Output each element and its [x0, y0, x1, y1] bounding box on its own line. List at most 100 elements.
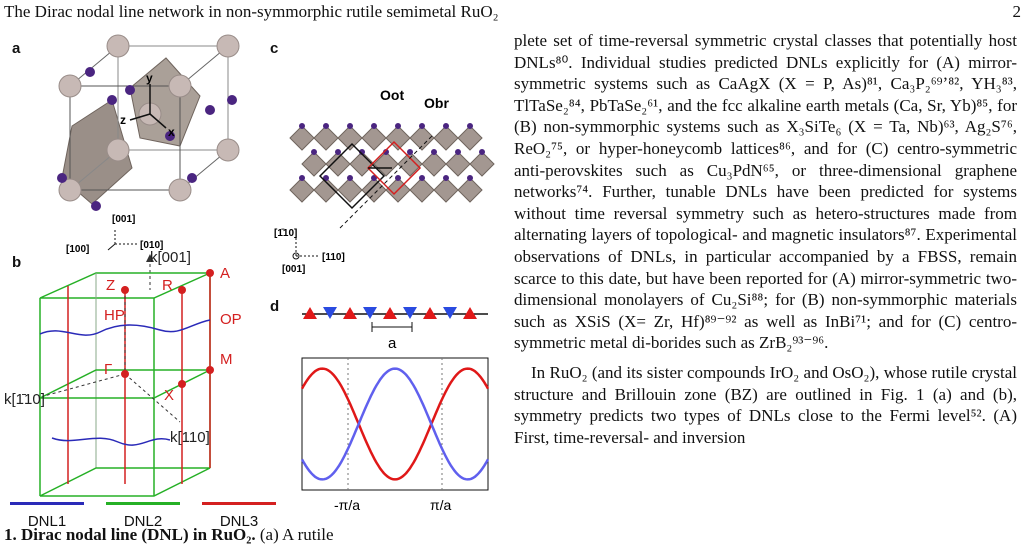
direction-010-label: [010] — [140, 240, 163, 251]
lattice-projection-panel: Oot Obr [1̄10] [110] [001] — [274, 87, 495, 275]
o-atom — [299, 123, 305, 129]
o-atom — [395, 123, 401, 129]
chain-site-blue — [443, 307, 457, 319]
page-number: 2 — [1012, 2, 1022, 21]
dnl1-curve — [39, 319, 211, 336]
octahedron — [457, 177, 483, 203]
panel-label-d: d — [270, 298, 280, 315]
chain-site-red — [383, 307, 397, 319]
k001-label: k[001] — [150, 249, 191, 266]
ru-atom — [216, 138, 240, 162]
m-point-label: M — [220, 351, 233, 368]
o-atom — [85, 67, 95, 77]
o-atom — [91, 201, 101, 211]
octahedron — [457, 125, 483, 151]
octahedron — [313, 177, 339, 203]
octahedron — [289, 177, 315, 203]
octahedron-center — [129, 57, 201, 147]
o-atom — [371, 123, 377, 129]
direction-001-dot — [292, 252, 300, 260]
band-panel: a -π/a π/a — [300, 307, 490, 513]
ru-atom — [168, 74, 192, 98]
r-point-label: R — [162, 277, 173, 294]
ru-atom — [106, 34, 130, 58]
o-atom — [443, 175, 449, 181]
chain-site-red — [423, 307, 437, 319]
direction-1-10-label: [1̄10] — [274, 228, 297, 239]
figure-1: y z x [001] [100] [010] — [0, 28, 500, 550]
octahedron — [337, 125, 363, 151]
gamma-point-label: Γ — [104, 361, 112, 378]
mirror-line — [339, 133, 435, 229]
hp-point-label: HP — [104, 307, 125, 324]
dnl1-curve — [51, 437, 171, 446]
z-point — [121, 286, 129, 294]
direction-100-arrow — [107, 243, 116, 251]
x-point-label: X — [164, 387, 174, 404]
o-atom — [323, 123, 329, 129]
legend-item-dnl3: DNL3 — [200, 502, 278, 530]
legend-item-dnl1: DNL1 — [8, 502, 86, 530]
page-title: The Dirac nodal line network in non-symm… — [4, 2, 499, 21]
chain-site-blue — [403, 307, 417, 319]
o-atom — [57, 173, 67, 183]
legend-label-dnl2: DNL2 — [123, 513, 163, 530]
o-atom — [205, 105, 215, 115]
a-point-label: A — [220, 265, 230, 282]
o-atom — [125, 85, 135, 95]
legend-swatch-dnl2 — [106, 502, 180, 505]
dnl-legend: DNL1 DNL2 DNL3 — [8, 502, 283, 542]
legend-label-dnl3: DNL3 — [219, 513, 259, 530]
o-atom — [455, 149, 461, 155]
o-atom — [347, 175, 353, 181]
o-atom — [395, 175, 401, 181]
band-blue — [300, 367, 490, 481]
legend-item-dnl2: DNL2 — [104, 502, 182, 530]
legend-label-dnl1: DNL1 — [27, 513, 67, 530]
ru-atom — [58, 178, 82, 202]
paragraph-1: plete set of time-reversal symmetric cry… — [514, 31, 1017, 353]
octahedron — [397, 151, 423, 177]
o-br-label: Obr — [424, 95, 449, 111]
body-text-column: plete set of time-reversal symmetric cry… — [514, 30, 1017, 550]
octahedron-left — [61, 99, 133, 205]
paragraph-2: In RuO₂ (and its sister compounds IrO₂ a… — [514, 362, 1017, 447]
legend-swatch-dnl1 — [10, 502, 84, 505]
octahedron — [313, 125, 339, 151]
octahedron — [349, 151, 375, 177]
figure-caption: 1. Dirac nodal line (DNL) in RuO₂. (a) A… — [4, 524, 499, 550]
k1-10-label: k[1̄10] — [4, 391, 45, 408]
o-atom — [407, 149, 413, 155]
ru-atom — [216, 34, 240, 58]
band-red — [300, 367, 490, 481]
legend-swatch-dnl3 — [202, 502, 276, 505]
o-atom — [299, 175, 305, 181]
o-atom — [107, 95, 117, 105]
o-atom — [431, 149, 437, 155]
gamma-point — [121, 370, 129, 378]
o-atom — [347, 123, 353, 129]
z-axis-arrow — [129, 113, 151, 121]
r-point — [178, 286, 186, 294]
direction-001-label: [001] — [112, 214, 135, 225]
panel-label-a: a — [12, 40, 21, 57]
ru-atom — [168, 178, 192, 202]
k110-label: k[110] — [170, 429, 210, 446]
tick-label-minus-pi: -π/a — [334, 497, 360, 513]
chain-site-blue — [363, 307, 377, 319]
band-frame — [301, 357, 489, 491]
spacing-label: a — [388, 335, 397, 352]
o-atom — [227, 95, 237, 105]
octahedra-grid — [289, 123, 495, 203]
unit-cell-black — [318, 142, 386, 210]
a-point — [206, 269, 214, 277]
x-axis-arrow — [149, 113, 167, 129]
direction-110-label: [110] — [322, 252, 345, 263]
chain-site-blue — [323, 307, 337, 319]
octahedron — [289, 125, 315, 151]
octahedron — [421, 151, 447, 177]
octahedron — [469, 151, 495, 177]
octahedron — [433, 177, 459, 203]
panel-label-c: c — [270, 40, 279, 57]
page-header: The Dirac nodal line network in non-symm… — [4, 2, 1021, 24]
